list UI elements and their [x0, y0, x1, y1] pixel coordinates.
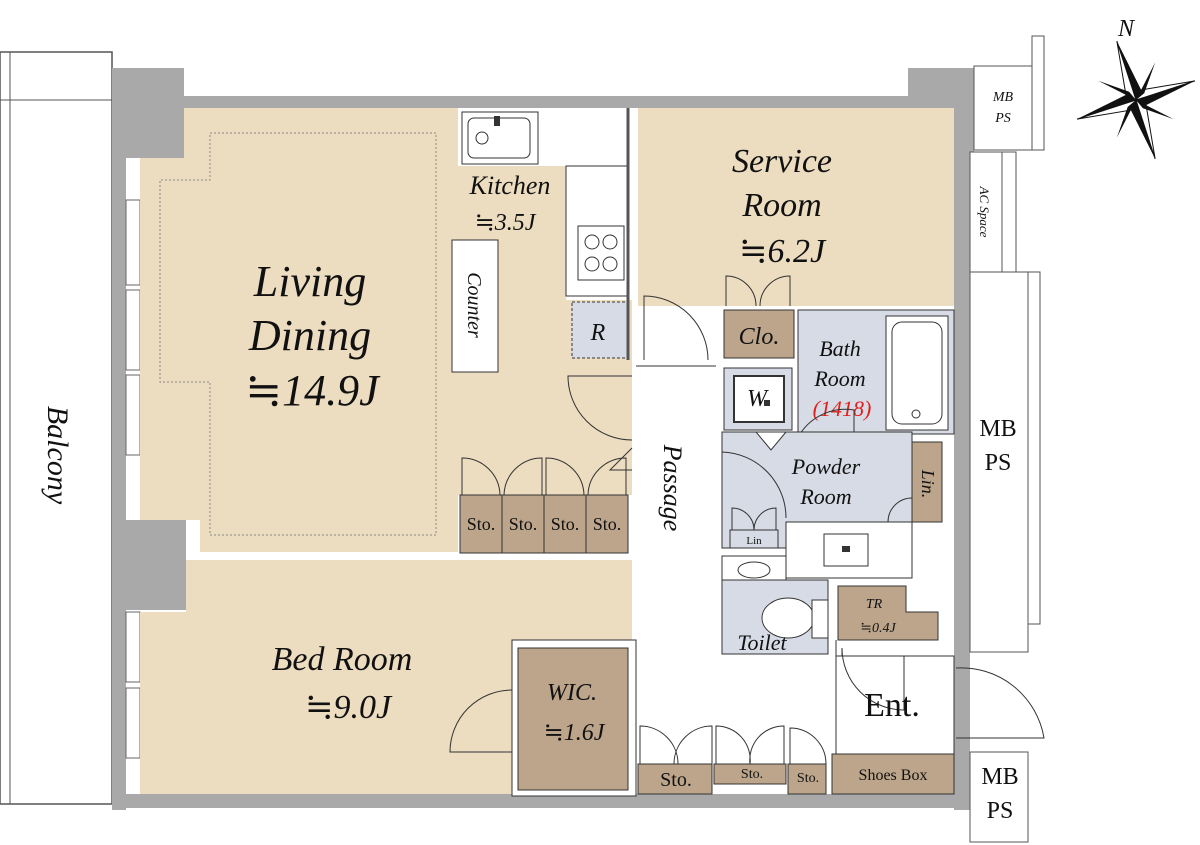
mbps-top-2: PS — [994, 111, 1011, 126]
entry-door — [955, 667, 1045, 739]
bath-model: (1418) — [813, 396, 872, 421]
sto-label-1: Sto. — [467, 514, 496, 534]
linen-small-label: Lin — [746, 535, 762, 547]
toilet-room: Toilet — [651, 555, 829, 655]
bath-room: Bath Room (1418) — [797, 309, 955, 435]
compass: N — [1076, 16, 1196, 160]
wic-size: ≒1.6J — [544, 720, 606, 746]
passage-label: Passage — [658, 444, 687, 532]
counter — [451, 239, 499, 373]
entrance: Ent. Shoes Box — [831, 640, 1045, 795]
north-label: N — [1117, 16, 1136, 42]
sto-bottom-1: Sto. — [660, 769, 692, 791]
mbps-bottom-2: PS — [987, 798, 1014, 824]
bedroom-size: ≒9.0J — [305, 689, 393, 726]
fridge-label: R — [590, 320, 606, 346]
toilet-label: Toilet — [737, 630, 787, 655]
service-label-1: Service — [732, 143, 832, 180]
closet-label: Clo. — [739, 324, 780, 350]
tr-room: TR ≒0.4J — [837, 585, 939, 641]
linen-right-label: Lin. — [918, 469, 938, 499]
fridge-space — [571, 301, 629, 359]
balcony: Balcony — [0, 51, 113, 805]
bottom-storage: Sto. Sto. Sto. — [637, 725, 827, 795]
sto-label-3: Sto. — [551, 514, 580, 534]
powder-label-1: Powder — [791, 454, 861, 479]
counter-label: Counter — [463, 272, 485, 338]
service-size: ≒6.2J — [739, 233, 827, 270]
washer-label: W — [747, 386, 769, 412]
storage-row: Sto. Sto. Sto. Sto. — [459, 457, 629, 554]
wic: WIC. ≒1.6J — [511, 639, 637, 797]
bedroom-label: Bed Room — [272, 641, 413, 678]
sto-label-4: Sto. — [593, 514, 622, 534]
kitchen-label: Kitchen — [469, 171, 551, 200]
tr-label: TR — [866, 597, 883, 612]
service-label-2: Room — [741, 187, 821, 224]
kitchen: Kitchen ≒3.5J Counter R — [451, 108, 630, 373]
passage: Passage — [567, 365, 716, 766]
mbps-top-1: MB — [992, 90, 1014, 105]
compass-rose-icon — [1076, 40, 1196, 160]
powder-room: Powder Room Lin. Lin — [721, 431, 943, 579]
balcony-label: Balcony — [41, 406, 74, 505]
bath-label-1: Bath — [819, 336, 861, 361]
living-dining: Living Dining ≒14.9J — [140, 108, 632, 552]
sto-bottom-2: Sto. — [741, 767, 763, 782]
living-label: Living — [253, 257, 366, 306]
mbps-bottom-1: MB — [981, 764, 1018, 790]
mbps-mid-2: PS — [985, 450, 1012, 476]
kitchen-size: ≒3.5J — [475, 210, 537, 236]
powder-label-2: Room — [799, 484, 851, 509]
stove-icon — [577, 225, 625, 281]
bathtub-icon — [891, 321, 943, 425]
mbps-mid-1: MB — [979, 416, 1016, 442]
bath-label-2: Room — [813, 366, 865, 391]
shoes-box-label: Shoes Box — [859, 767, 928, 784]
washer-space: W — [723, 367, 793, 431]
entrance-label: Ent. — [864, 687, 920, 724]
service-room: Service Room ≒6.2J — [638, 108, 954, 361]
bed-room: Bed Room ≒9.0J — [140, 560, 632, 794]
right-shafts: MB PS AC Space MB PS MB PS — [969, 35, 1045, 843]
wic-label: WIC. — [547, 680, 597, 706]
ac-space-label: AC Space — [977, 186, 992, 238]
closet: Clo. — [723, 309, 795, 359]
washbasin-icon — [823, 533, 869, 567]
dining-label: Dining — [248, 311, 371, 360]
living-size: ≒14.9J — [245, 366, 381, 415]
tr-size: ≒0.4J — [860, 621, 896, 636]
sto-bottom-3: Sto. — [797, 771, 819, 786]
sto-label-2: Sto. — [509, 514, 538, 534]
